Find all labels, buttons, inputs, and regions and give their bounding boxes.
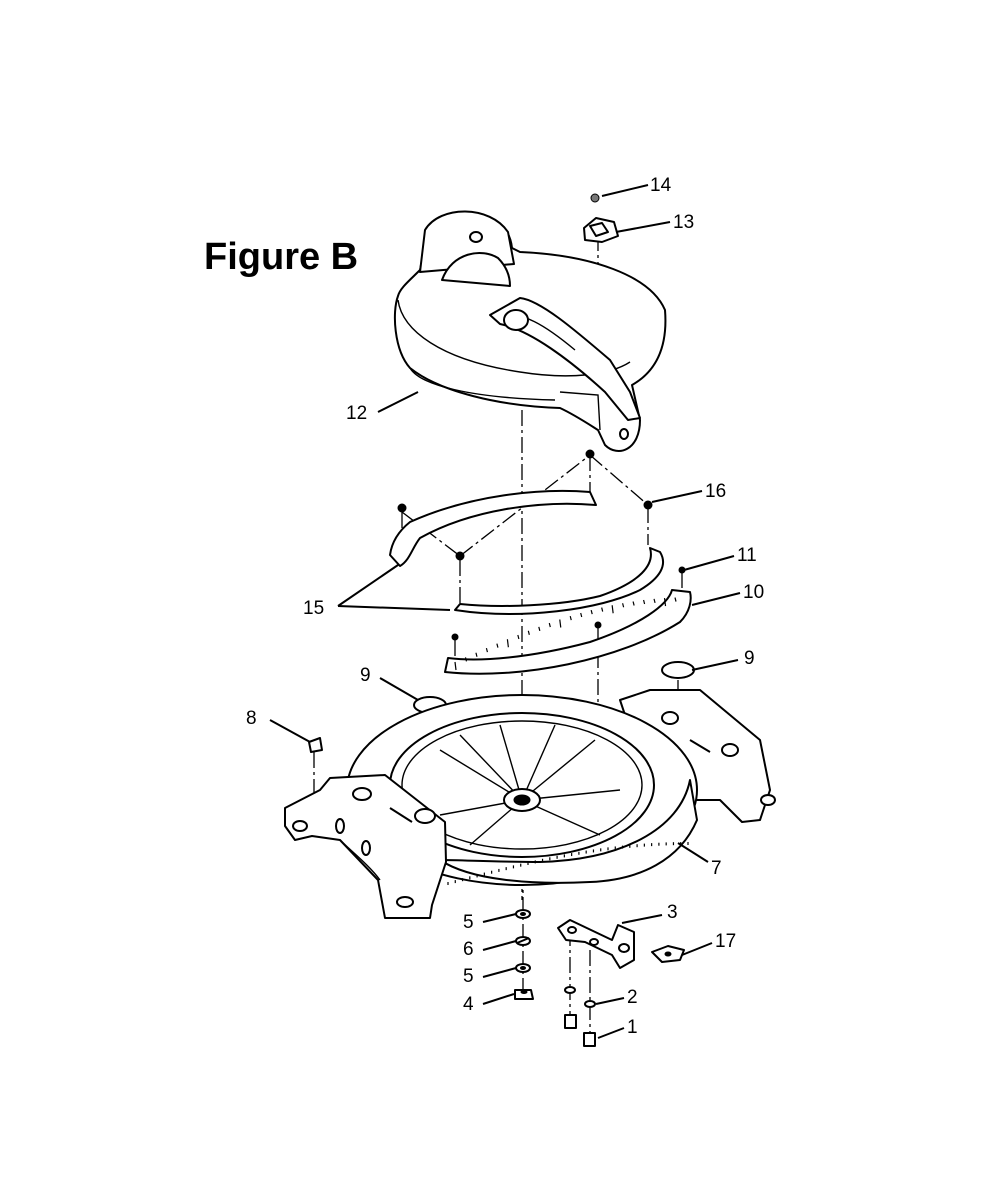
- callout-11: 11: [737, 545, 757, 566]
- screws-part-16: [397, 449, 653, 561]
- callout-4: 4: [463, 994, 474, 1015]
- callout-12: 12: [346, 403, 367, 424]
- base-part-7: [284, 689, 776, 919]
- callout-8: 8: [246, 708, 257, 729]
- washer-part-5-bottom: [515, 963, 531, 973]
- callout-labels: 14 13 12 16 11 10 15 9 9 8 7 3 17 5 6 5 …: [246, 175, 764, 1038]
- callout-14: 14: [650, 175, 672, 196]
- bracket-part-3: [557, 919, 635, 969]
- callout-6: 6: [463, 939, 474, 960]
- callout-3: 3: [667, 902, 678, 923]
- callout-15: 15: [303, 598, 324, 619]
- callout-9-left: 9: [360, 665, 371, 686]
- arc-plates-part-15: [389, 489, 665, 615]
- callout-5-top: 5: [463, 912, 474, 933]
- table-cover-part-12: [393, 210, 667, 452]
- callout-5-bottom: 5: [463, 966, 474, 987]
- lock-knob-part-13: [583, 217, 619, 243]
- washer-part-5-top: [515, 909, 531, 919]
- callout-16: 16: [705, 481, 726, 502]
- nut-part-4: [514, 989, 534, 1000]
- clip-part-8: [308, 737, 323, 753]
- callout-17: 17: [715, 931, 736, 952]
- screws-part-11: [451, 566, 686, 641]
- callout-7: 7: [711, 858, 722, 879]
- miter-scale-part-10: [444, 589, 692, 675]
- screw-part-14: [590, 193, 600, 203]
- figure-title: Figure B: [204, 236, 359, 278]
- spring-washer-part-6: [515, 936, 531, 946]
- callout-13: 13: [673, 212, 694, 233]
- plate-part-17: [651, 945, 685, 963]
- washers-part-2: [564, 986, 596, 1008]
- callout-9-right: 9: [744, 648, 755, 669]
- callout-2: 2: [627, 987, 638, 1008]
- callout-10: 10: [743, 582, 764, 603]
- callout-1: 1: [627, 1017, 638, 1038]
- bolts-part-1: [564, 1014, 596, 1047]
- leader-lines: [269, 184, 741, 1039]
